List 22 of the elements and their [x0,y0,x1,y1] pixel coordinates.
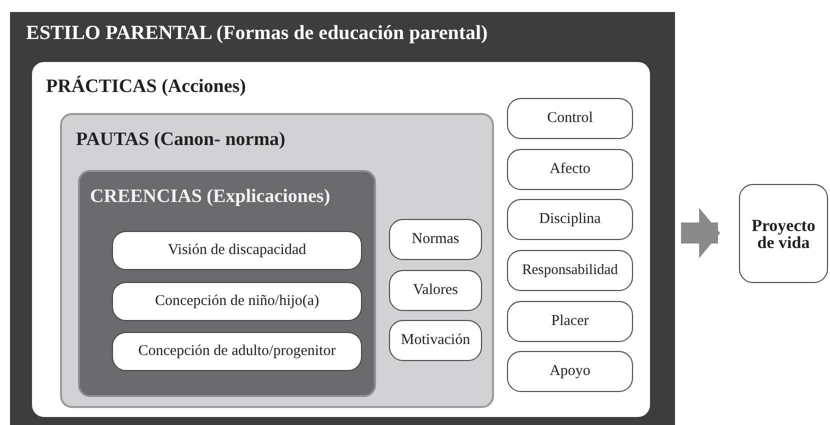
pill-label: Placer [507,301,633,342]
result-box: Proyecto de vida [739,184,828,283]
outer-panel [10,12,675,425]
belief-panel [78,170,376,397]
panel-heading: CREENCIAS (Explicaciones) [90,186,330,208]
pill-label: Responsabilidad [507,250,633,291]
pill-label: Valores [389,270,482,311]
pill-label: Disciplina [507,199,633,240]
pill-label: Concepción de adulto/progenitor [112,332,362,371]
panel-heading: ESTILO PARENTAL (Formas de educación parental) [26,22,488,45]
panel-heading: PRÁCTICAS (Acciones) [46,76,246,98]
panel-heading: PAUTAS (Canon- norma) [76,129,286,151]
pill-label: Visión de discapacidad [112,231,362,270]
pill-label: Normas [389,219,482,260]
pattern-panel [60,113,494,408]
pill-label: Concepción de niño/hijo(a) [112,282,362,321]
pill-label: Apoyo [507,351,633,392]
pill-label: Motivación [389,320,482,361]
practice-panel [32,62,650,417]
block-arrow [681,208,720,258]
pill-label: Afecto [507,149,633,190]
pill-label: Control [507,98,633,139]
